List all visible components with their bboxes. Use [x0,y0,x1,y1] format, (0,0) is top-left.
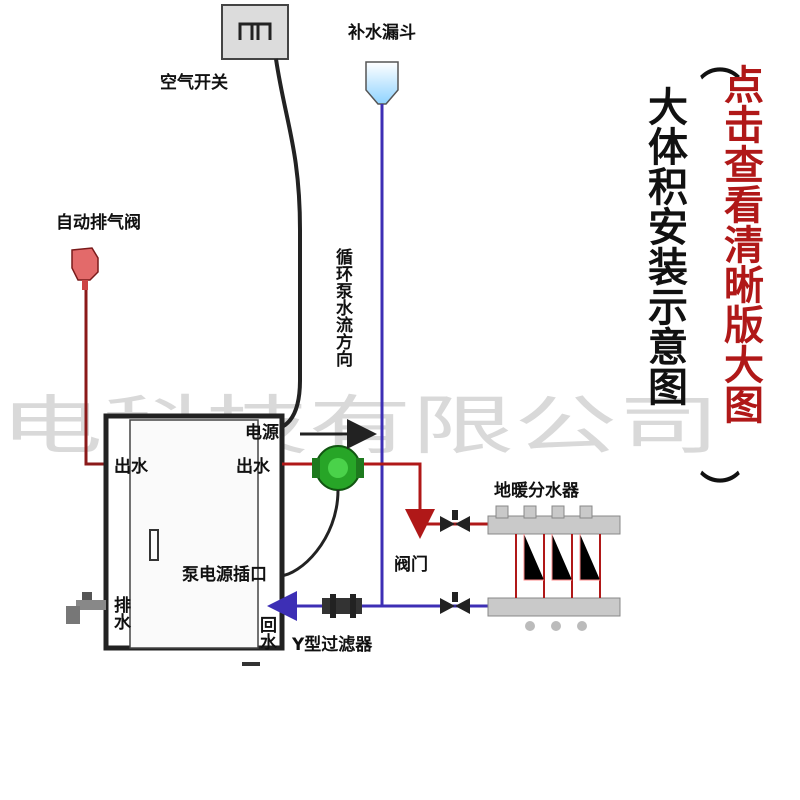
side-note: 点击查看清晰版大图 [717,64,764,424]
air-switch-label: 空气开关 [160,72,228,93]
pump-cable [279,489,340,578]
return-text: 回水 [256,616,277,651]
return-label: 回水 [256,616,277,651]
auto-vent-label: 自动排气阀 [56,212,141,233]
paren-close: ） [693,470,740,510]
vent-pipe [84,290,106,466]
y-filter [322,594,362,618]
outlet-left-label: 出水 [114,456,149,477]
air-switch [221,4,289,60]
floor-heating-manifold [487,505,621,631]
paren-open: （ [693,40,740,80]
outlet-right-label: 出水 [236,456,271,477]
power-cable [264,58,302,434]
power-source-text: 电源 [245,422,279,443]
drain-tap [66,592,106,624]
pump-flow-label: 循环泵水流方向 [332,247,353,368]
page-title-text: 大体积安装示意图 [641,86,688,406]
return-valve [440,592,470,614]
drain-label-group: 排水 [110,595,131,631]
refill-funnel [365,61,399,105]
supply-valve [440,510,470,532]
power-source-label: 电源 [245,422,279,443]
valve-label: 阀门 [394,554,428,575]
page-title: 大体积安装示意图 [641,86,688,406]
boiler-unit [103,413,285,666]
auto-vent-valve [71,247,99,290]
pump-flow-text: 循环泵水流方向 [332,247,353,368]
funnel-label: 补水漏斗 [347,22,416,43]
pump-power-label: 泵电源插口 [182,564,267,585]
manifold-label: 地暖分水器 [494,480,580,501]
drain-text: 排水 [110,595,131,631]
drain-label: 排水 [110,595,131,631]
side-note-text: 点击查看清晰版大图 [717,64,764,424]
y-filter-label: Y型过滤器 [291,634,373,655]
